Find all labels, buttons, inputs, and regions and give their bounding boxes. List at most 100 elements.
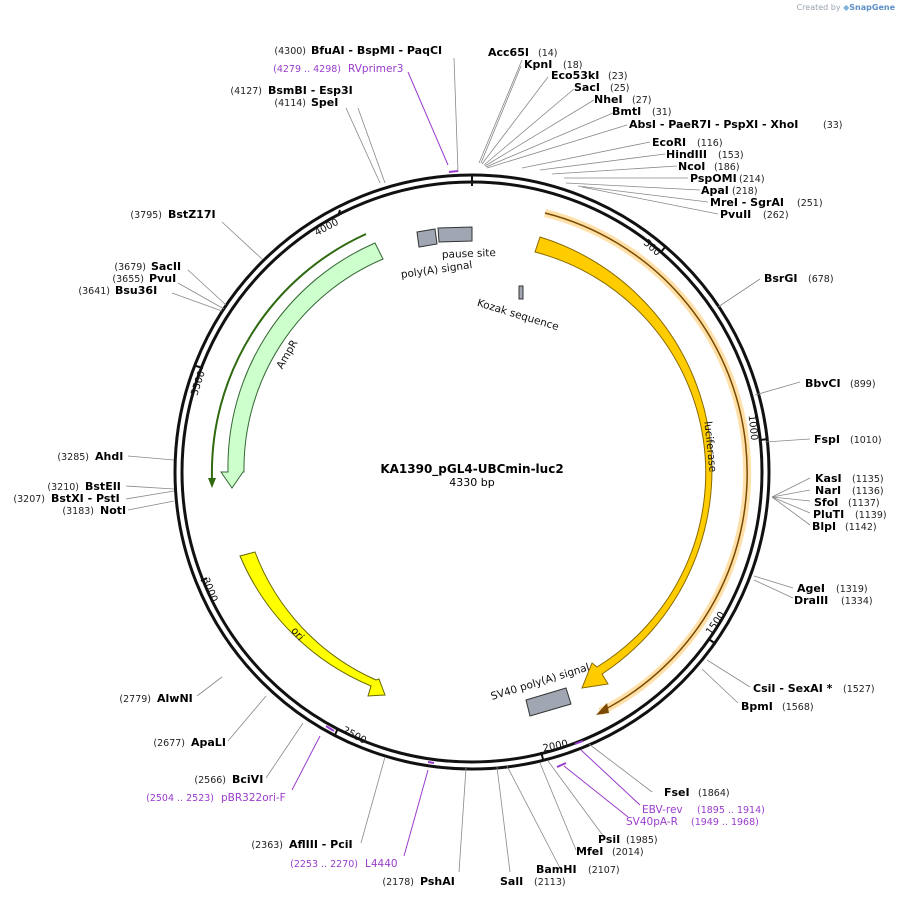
site-spei: (4114) SpeI xyxy=(274,96,338,109)
ori-feature xyxy=(239,551,386,697)
primer-pbr322ori-f-range: (2504 .. 2523) xyxy=(146,793,214,804)
site-bsrgi: BsrGI (678) xyxy=(764,272,834,285)
site-bcivi: (2566) BciVI xyxy=(194,773,263,786)
site-draiii: DraIII (1334) xyxy=(794,594,873,607)
site-name: BfuAI - BspMI - PaqCI xyxy=(311,44,442,57)
credit-prefix: Created by xyxy=(796,3,841,12)
site-name: BsrGI xyxy=(764,272,797,285)
site-name: MfeI xyxy=(576,845,603,858)
site-bsteii: (3210) BstEII xyxy=(47,480,120,493)
site-name: EcoRI xyxy=(652,136,686,149)
site-name: BamHI xyxy=(536,863,577,876)
site-name: BsmBI - Esp3I xyxy=(268,84,353,97)
site-pos: (1527) xyxy=(843,684,875,695)
site-name: SacI xyxy=(574,81,600,94)
site-name: CsiI - SexAI * xyxy=(753,682,833,695)
site-pspomi: PspOMI (214) xyxy=(690,172,765,185)
site-name: PspOMI xyxy=(690,172,737,185)
primer-l4440: (2253 .. 2270) L4440 xyxy=(290,761,435,870)
site-nhei: NheI (27) xyxy=(594,93,652,106)
site-pos: (1137) xyxy=(848,498,880,509)
site-name: KpnI xyxy=(524,58,552,71)
site-name: PluTI xyxy=(813,508,844,521)
site-pvuii: PvuII (262) xyxy=(720,208,789,221)
primer-rvprimer3-range: (4279 .. 4298) xyxy=(273,64,341,75)
site-pos: (153) xyxy=(718,150,744,161)
site-pos: (1142) xyxy=(845,522,877,533)
site-kasi: KasI (1135) xyxy=(815,472,884,485)
site-bfuai: (4300) BfuAI - BspMI - PaqCI xyxy=(274,44,442,57)
site-pos: (3679) xyxy=(114,262,146,273)
site-name: PvuI xyxy=(149,272,176,285)
snapgene-credit: Created by ◆SnapGene xyxy=(797,3,895,12)
site-blpi: BlpI (1142) xyxy=(812,520,877,533)
site-pos: (2014) xyxy=(612,847,644,858)
site-name: BciVI xyxy=(232,773,263,786)
site-pos: (2566) xyxy=(194,775,226,786)
site-pos: (25) xyxy=(610,83,630,94)
site-pos: (4127) xyxy=(230,86,262,97)
site-noti: (3183) NotI xyxy=(62,504,126,517)
site-pos: (1135) xyxy=(852,474,884,485)
sv40-polya-feature xyxy=(525,687,572,717)
site-sfoi: SfoI (1137) xyxy=(814,496,880,509)
site-ahdi: (3285) AhdI xyxy=(57,450,123,463)
site-pos: (4114) xyxy=(274,98,306,109)
site-name: PsiI xyxy=(598,833,620,846)
site-nari: NarI (1136) xyxy=(815,484,884,497)
luciferase-track xyxy=(544,212,748,713)
site-name: AhdI xyxy=(95,450,123,463)
luciferase-track-arrowhead xyxy=(596,703,609,715)
site-apai: ApaI (218) xyxy=(701,184,758,197)
site-pos: (3285) xyxy=(57,452,89,463)
site-name: AbsI - PaeR7I - PspXI - XhoI xyxy=(629,118,798,131)
ampr-track-arrowhead xyxy=(208,478,216,488)
site-pos: (186) xyxy=(714,162,740,173)
site-name: BmtI xyxy=(612,105,641,118)
site-pos: (899) xyxy=(850,379,876,390)
primer-rvprimer3: (4279 .. 4298) RVprimer3 xyxy=(273,63,459,173)
tick-2000: 2000 xyxy=(540,739,569,760)
site-name: ApaLI xyxy=(191,736,226,749)
primer-pbr322ori-f-name: pBR322ori-F xyxy=(221,792,286,804)
site-bstz17i: (3795) BstZ17I xyxy=(130,208,215,221)
site-name: NcoI xyxy=(678,160,705,173)
primer-pbr322ori-f: (2504 .. 2523) pBR322ori-F xyxy=(146,725,335,804)
site-name: AlwNI xyxy=(157,692,193,705)
site-name: BlpI xyxy=(812,520,836,533)
site-name: Acc65I xyxy=(488,46,529,59)
site-xhoi: AbsI - PaeR7I - PspXI - XhoI (33) xyxy=(629,118,843,131)
site-pos: (2113) xyxy=(534,877,566,888)
site-saci: SacI (25) xyxy=(574,81,630,94)
site-ncoi: NcoI (186) xyxy=(678,160,740,173)
site-pos: (23) xyxy=(608,71,628,82)
site-pos: (2779) xyxy=(119,694,151,705)
site-pos: (1319) xyxy=(836,584,868,595)
primer-ebv-rev: EBV-rev (1895 .. 1914) xyxy=(574,740,765,816)
site-pos: (251) xyxy=(797,198,823,209)
site-pos: (31) xyxy=(652,107,672,118)
site-pos: (2363) xyxy=(251,840,283,851)
site-name: BstXI - PstI xyxy=(51,492,120,505)
site-bstxi: (3207) BstXI - PstI xyxy=(13,492,119,505)
primer-sv40pa-r-name: SV40pA-R xyxy=(626,816,678,828)
site-bmti: BmtI (31) xyxy=(612,105,672,118)
pause-site-label: pause site xyxy=(442,247,496,261)
site-pos: (4300) xyxy=(274,46,306,57)
luciferase-feature xyxy=(534,236,713,689)
site-pos: (1334) xyxy=(841,596,873,607)
site-pos: (2677) xyxy=(153,738,185,749)
site-name: BstZ17I xyxy=(168,208,216,221)
site-fspi: FspI (1010) xyxy=(814,433,882,446)
site-name: SfoI xyxy=(814,496,838,509)
site-pos: (262) xyxy=(763,210,789,221)
site-name: FseI xyxy=(664,786,690,799)
site-pos: (1136) xyxy=(852,486,884,497)
primer-sv40pa-r-range: (1949 .. 1968) xyxy=(691,817,759,828)
site-bamhi: BamHI (2107) xyxy=(536,863,620,876)
site-pluti: PluTI (1139) xyxy=(813,508,887,521)
site-csii: CsiI - SexAI * (1527) xyxy=(753,682,875,695)
credit-brand: SnapGene xyxy=(849,3,895,12)
site-pvui: (3655) PvuI xyxy=(112,272,176,285)
site-name: PshAI xyxy=(420,875,455,888)
